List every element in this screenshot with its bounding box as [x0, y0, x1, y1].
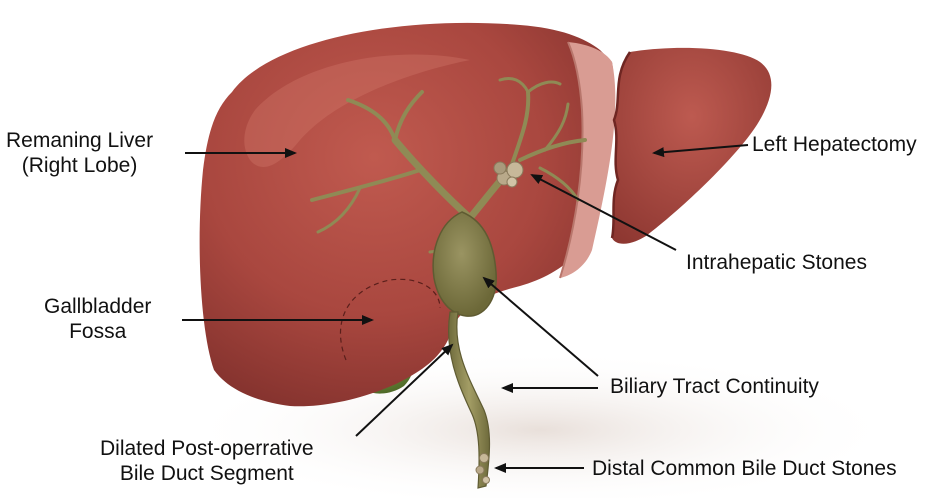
- label-intrahepatic-stones: Intrahepatic Stones: [686, 250, 867, 275]
- label-remaining-liver-line1: Remaning Liver: [6, 128, 153, 153]
- label-dilated-segment-line1: Dilated Post-operrative: [100, 436, 314, 461]
- label-left-hepatectomy-text: Left Hepatectomy: [752, 132, 917, 157]
- label-distal-stones: Distal Common Bile Duct Stones: [592, 456, 897, 481]
- label-gallbladder-fossa-line1: Gallbladder: [44, 294, 151, 319]
- label-distal-stones-text: Distal Common Bile Duct Stones: [592, 456, 897, 481]
- label-biliary-continuity: Biliary Tract Continuity: [610, 374, 819, 399]
- label-intrahepatic-stones-text: Intrahepatic Stones: [686, 250, 867, 275]
- right-lobe: [200, 23, 615, 406]
- label-remaining-liver: Remaning Liver (Right Lobe): [6, 128, 153, 178]
- label-dilated-segment: Dilated Post-operrative Bile Duct Segmen…: [100, 436, 314, 486]
- label-left-hepatectomy: Left Hepatectomy: [752, 132, 917, 157]
- label-remaining-liver-line2: (Right Lobe): [6, 153, 153, 178]
- label-dilated-segment-line2: Bile Duct Segment: [100, 461, 314, 486]
- label-gallbladder-fossa-line2: Fossa: [44, 319, 151, 344]
- label-biliary-continuity-text: Biliary Tract Continuity: [610, 374, 819, 399]
- label-gallbladder-fossa: Gallbladder Fossa: [44, 294, 151, 344]
